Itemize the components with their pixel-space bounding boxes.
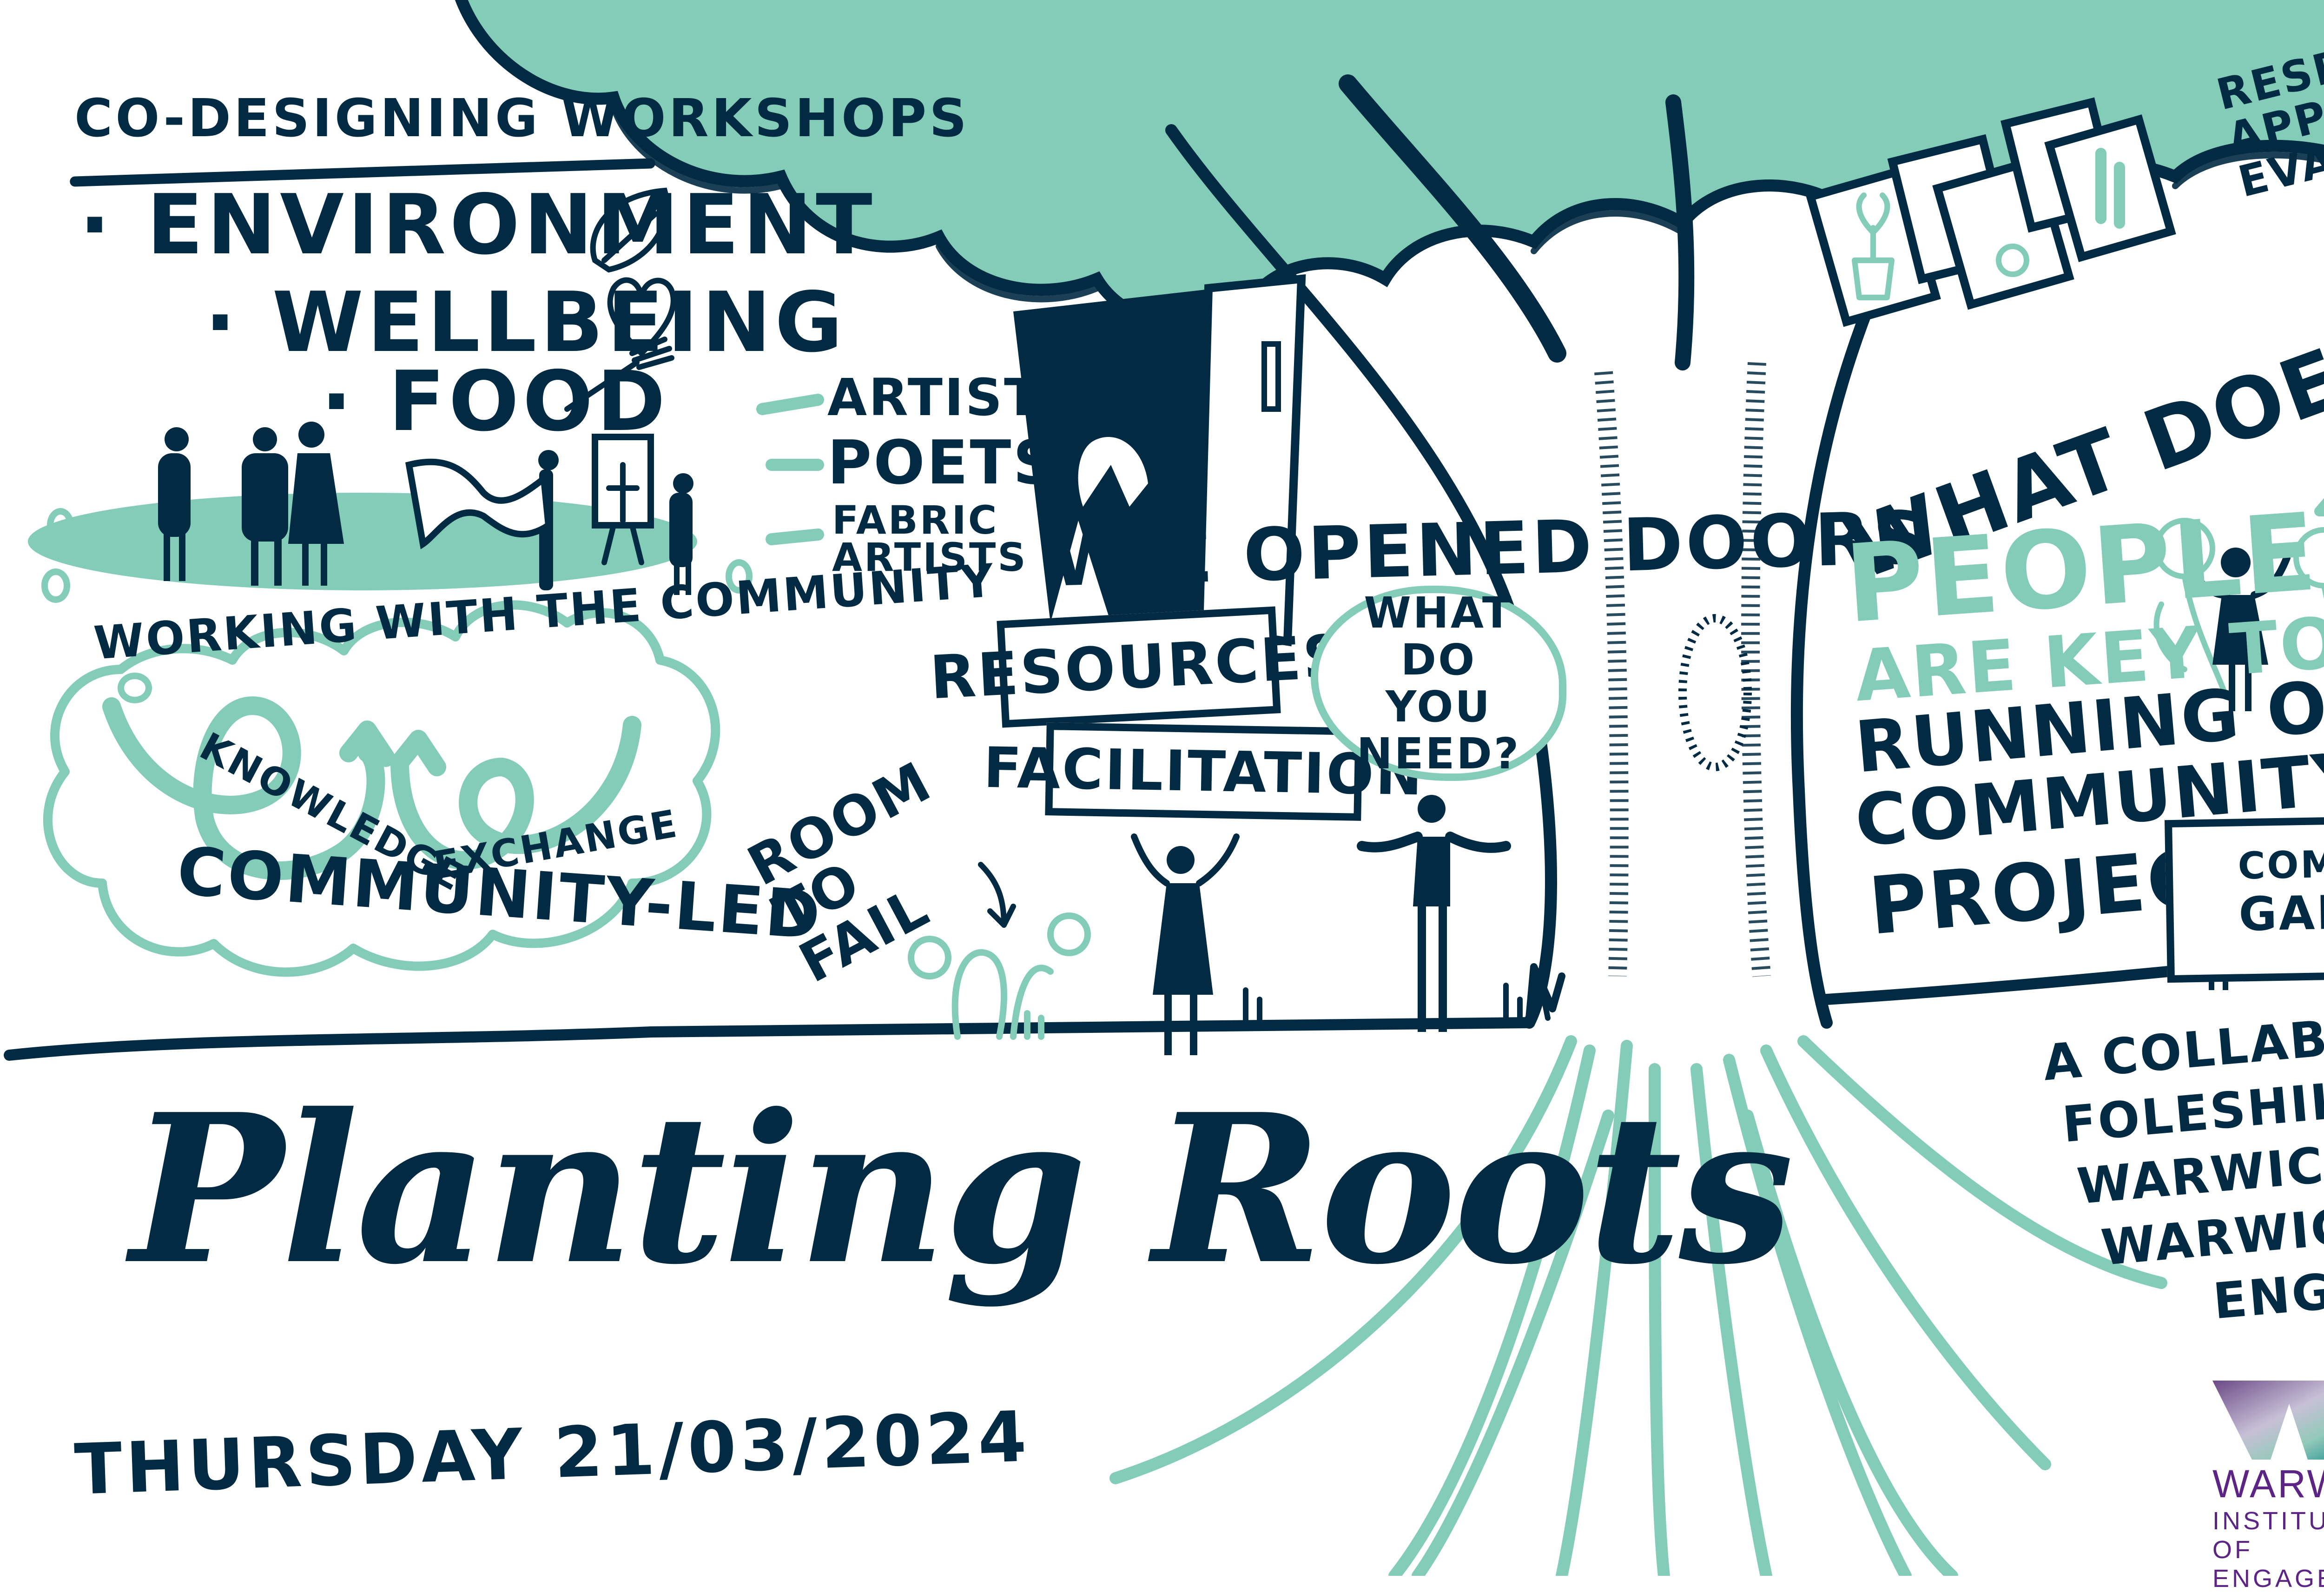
tree-roots [1109, 1035, 2167, 1576]
podium-figure [2185, 548, 2291, 711]
workshop-item-wellbeing: · WELLBEING [205, 274, 846, 370]
tree-canopy [455, 0, 2324, 329]
community-garden-sign: COMMUNITY GARDEN [2164, 816, 2324, 983]
fabric-icon [405, 458, 552, 549]
heart-icon [607, 277, 676, 356]
contributor-artists: ARTISTS [827, 368, 1080, 427]
open-door-icon [1013, 274, 1306, 693]
ground-line-left [4, 1017, 1535, 1061]
contributor-poets: POETS [827, 427, 1058, 498]
warwick-w-icon [2212, 1381, 2324, 1460]
leaf-icon [590, 187, 670, 273]
sign-line-2: GARDEN [2238, 883, 2324, 942]
workshop-item-environment: · ENVIRONMENT [79, 177, 876, 273]
resources-box: RESOURCES [928, 606, 1349, 728]
exchange-loops [102, 696, 641, 880]
warwick-logo: WARWICK INSTITUTE OF ENGAGEMENT [2212, 1381, 2324, 1593]
evaluation-cards [1805, 97, 2176, 327]
flower-icons [2153, 518, 2324, 700]
community-figures [158, 422, 693, 595]
decorative-bubbles [41, 508, 753, 703]
sign-line-1: COMMUNITY [2237, 839, 2324, 888]
ground-line-right [1821, 950, 2324, 1005]
workshops-heading: CO-DESIGNING WORKSHOPS [74, 88, 970, 149]
room-to-fail-plants [908, 912, 1091, 1040]
speech-bubble-text: WHAT DO YOU NEED? [1356, 588, 1521, 779]
community-garden-text: COMMUNITY GARDEN [2237, 839, 2324, 942]
main-title: Planting Roots [130, 1069, 1794, 1309]
warwick-word: WARWICK [2212, 1462, 2324, 1506]
focus-cycle-arrows [2314, 498, 2324, 516]
fork-icon [564, 337, 674, 412]
warwick-sub-1: INSTITUTE OF [2212, 1507, 2324, 1564]
doors-figures [1131, 795, 1511, 1055]
warwick-sub-2: ENGAGEMENT [2212, 1565, 2324, 1593]
community-cloud [43, 600, 720, 977]
workshop-item-food: · FOOD [321, 353, 669, 449]
facilitation-box: FACILITATION [983, 722, 1425, 821]
